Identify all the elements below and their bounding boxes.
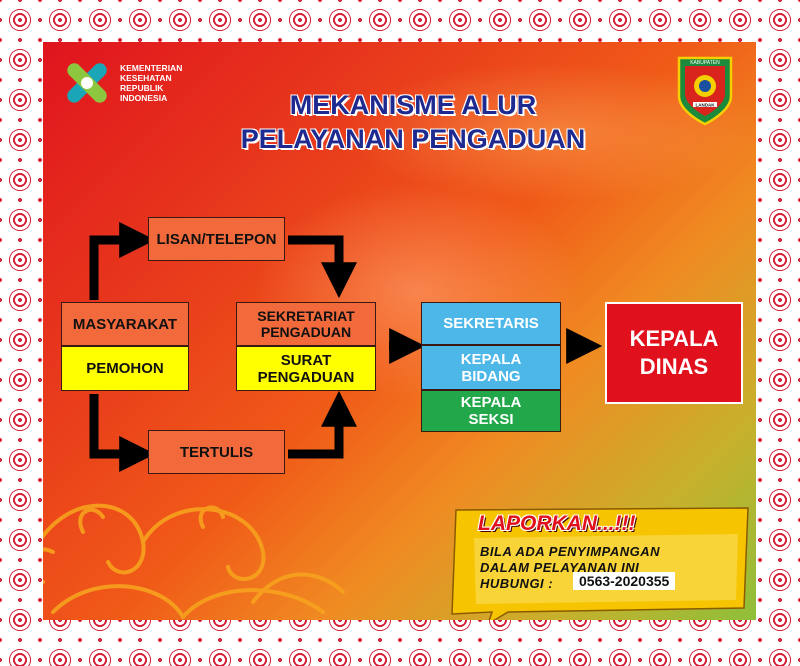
ministry-line: KESEHATAN [120, 73, 172, 83]
arrow-tertulis-to-surat [288, 390, 357, 459]
kepala-dinas-line-1: KEPALA [629, 326, 719, 351]
box-pemohon: PEMOHON [61, 346, 189, 391]
box-tertulis: TERTULIS [148, 430, 285, 474]
kepala-bidang-line-1: KEPALA [460, 350, 522, 368]
tertulis-label: TERTULIS [179, 443, 254, 461]
title-line-2: PELAYANAN PENGADUAN [240, 124, 586, 154]
ministry-line: REPUBLIK [120, 83, 164, 93]
report-notice: LAPORKAN...!!! BILA ADA PENYIMPANGAN DAL… [448, 504, 753, 620]
lisan-label: LISAN/TELEPON [156, 230, 277, 248]
flow-arrows [89, 222, 603, 472]
arrow-to-tertulis [89, 394, 156, 472]
box-kepala-seksi: KEPALA SEKSI [421, 390, 561, 432]
kepala-seksi-line-2: SEKSI [468, 411, 514, 428]
surat-label: SURAT [280, 351, 332, 369]
box-sekretaris: SEKRETARIS [421, 302, 561, 345]
kepala-seksi-line-1: KEPALA [460, 394, 522, 411]
ministry-name: KEMENTERIAN KESEHATAN REPUBLIK INDONESIA [120, 63, 182, 103]
notice-line-1: BILA ADA PENYIMPANGAN [480, 544, 660, 559]
ministry-logo: KEMENTERIAN KESEHATAN REPUBLIK INDONESIA [58, 54, 182, 112]
decorative-swirl [43, 503, 345, 619]
box-kepala-dinas: KEPALA DINAS [605, 302, 743, 404]
notice-phone: 0563-2020355 [573, 572, 676, 590]
sekretariat-label: SEKRETARIAT [257, 308, 355, 324]
notice-line-2: DALAM PELAYANAN INI [480, 560, 640, 575]
box-kepala-bidang: KEPALA BIDANG [421, 345, 561, 390]
pengaduan-label: PENGADUAN [260, 324, 352, 340]
ministry-line: KEMENTERIAN [120, 63, 183, 73]
masyarakat-label: MASYARAKAT [72, 315, 178, 333]
title-line-1: MEKANISME ALUR [289, 90, 537, 120]
box-lisan-telepon: LISAN/TELEPON [148, 217, 285, 261]
poster-board: KEMENTERIAN KESEHATAN REPUBLIK INDONESIA… [43, 42, 756, 620]
crest-top-text: KABUPATEN [690, 60, 720, 66]
box-sekretariat-pengaduan: SEKRETARIAT PENGADUAN [236, 302, 376, 346]
crest-bottom-text: LANDAK [696, 103, 716, 108]
regency-crest-icon: KABUPATEN LANDAK [677, 56, 733, 126]
surat-pengaduan-label: PENGADUAN [257, 368, 355, 386]
notice-headline: LAPORKAN...!!! [478, 512, 636, 535]
box-masyarakat: MASYARAKAT [61, 302, 189, 346]
kepala-bidang-line-2: BIDANG [461, 367, 521, 385]
pemohon-label: PEMOHON [86, 360, 164, 377]
arrow-to-lisan [89, 222, 156, 300]
page-title: MEKANISME ALUR PELAYANAN PENGADUAN [163, 88, 663, 156]
arrow-lisan-to-sekretariat [288, 235, 357, 299]
notice-contact-label: HUBUNGI : [480, 576, 554, 591]
ministry-line: INDONESIA [120, 93, 168, 103]
kepala-dinas-line-2: DINAS [639, 354, 709, 379]
box-surat-pengaduan: SURAT PENGADUAN [236, 346, 376, 391]
kemkes-logo-icon [67, 63, 107, 103]
sekretaris-label: SEKRETARIS [443, 315, 539, 332]
